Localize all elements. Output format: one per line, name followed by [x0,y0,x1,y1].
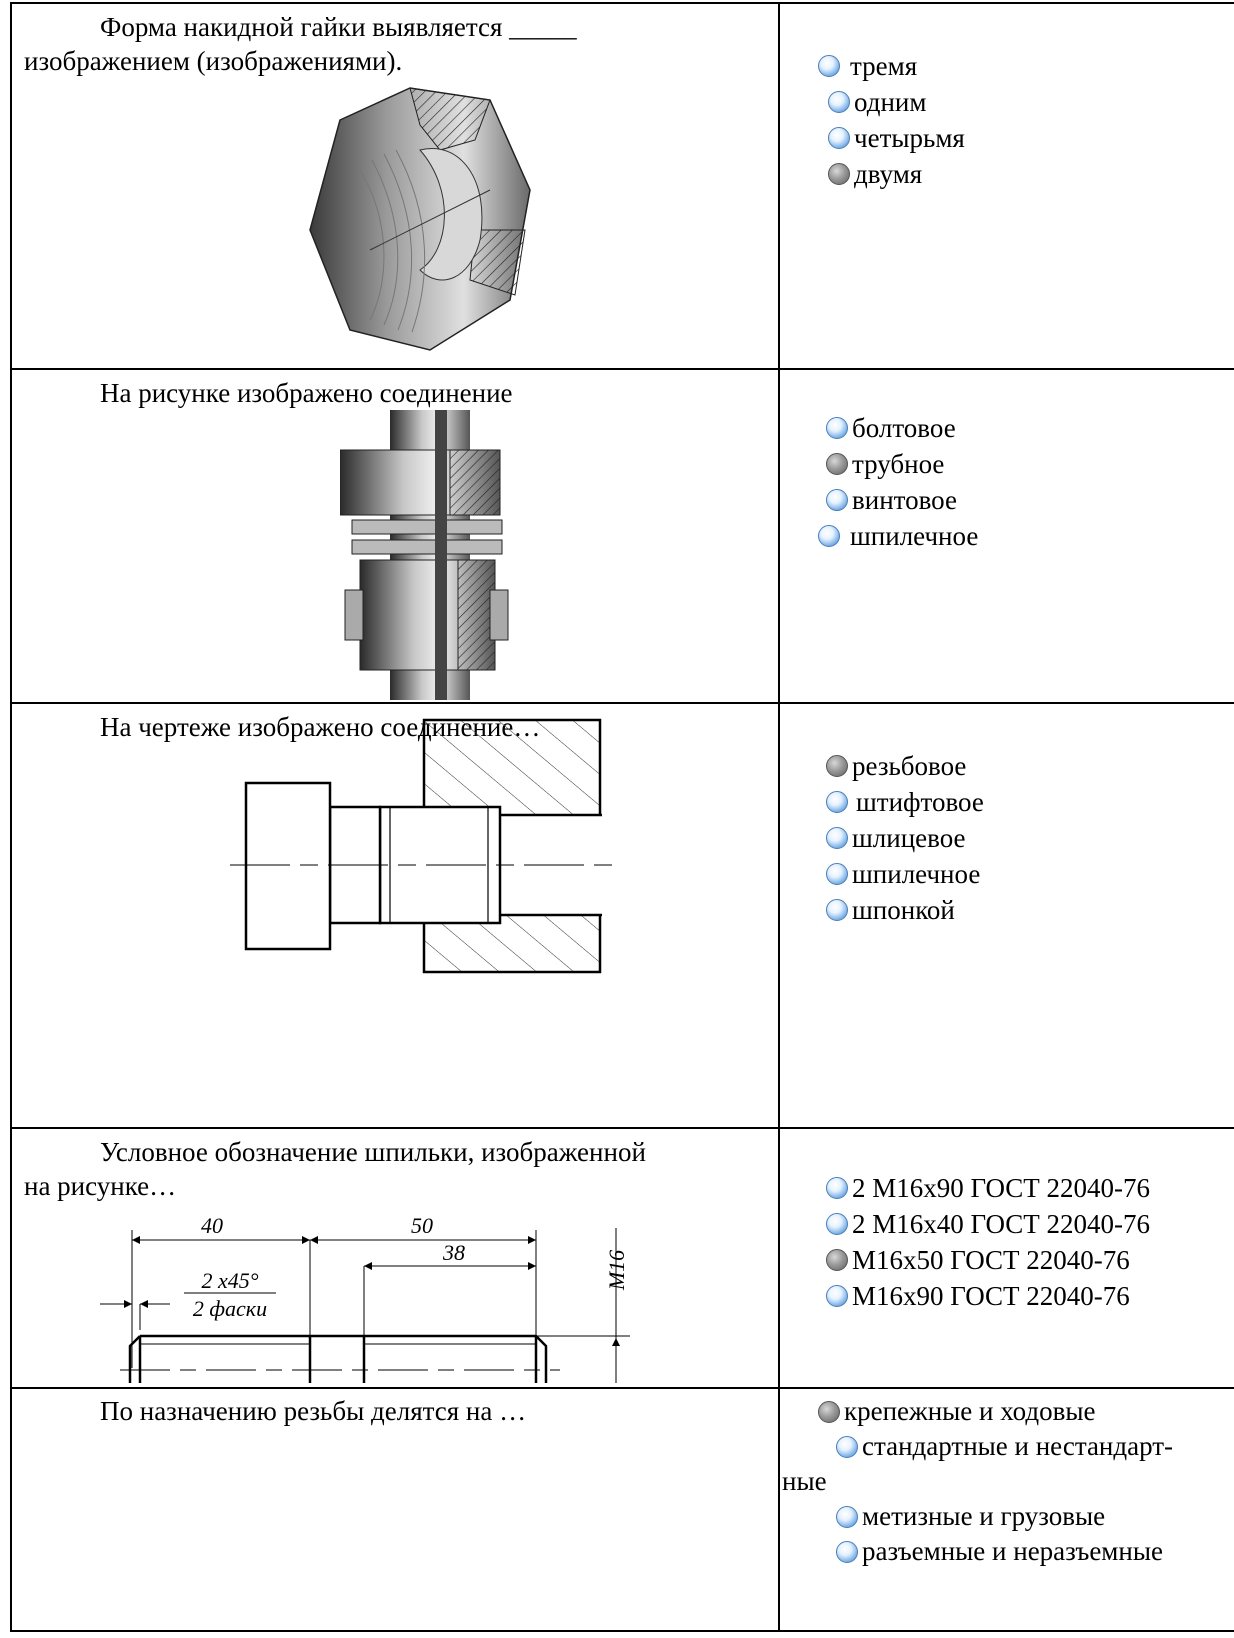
chamfer-label: 2 x45° [201,1268,258,1293]
option-2-2[interactable]: трубное [826,446,978,482]
radio-icon[interactable] [826,863,848,885]
row-divider-1 [10,368,1234,370]
question-2: На рисунке изображено соединение [100,376,513,410]
question-1: Форма накидной гайки выявляется _____ из… [24,10,764,78]
option-3-2[interactable]: штифтовое [826,784,984,820]
question-4: Условное обозначение шпильки, изображенн… [24,1135,774,1203]
row-divider-4 [10,1387,1234,1389]
table-border-left [10,2,12,1632]
threaded-joint-drawing [230,718,615,974]
question-5-line-1: По назначению резьбы делятся на … [100,1396,527,1426]
radio-icon[interactable] [826,1285,848,1307]
option-2-1[interactable]: болтовое [826,410,978,446]
option-1-2[interactable]: одним [818,84,965,120]
question-5: По назначению резьбы делятся на … [100,1394,526,1428]
option-5-2[interactable]: стандартные и нестандарт- [782,1429,1173,1464]
option-label: шлицевое [852,823,966,853]
option-2-4[interactable]: шпилечное [818,518,978,554]
question-1-line-2: изображением (изображениями). [24,46,403,76]
option-3-3[interactable]: шлицевое [826,820,984,856]
option-2-3[interactable]: винтовое [826,482,978,518]
option-5-3[interactable]: метизные и грузовые [782,1499,1173,1534]
option-label: М16х50 ГОСТ 22040-76 [852,1245,1130,1275]
option-label: штифтовое [856,787,984,817]
row-divider-3 [10,1127,1234,1129]
radio-icon[interactable] [826,417,848,439]
radio-selected-icon[interactable] [826,453,848,475]
option-label: разъемные и неразъемные [862,1536,1163,1566]
option-4-1[interactable]: 2 М16х90 ГОСТ 22040-76 [826,1170,1150,1206]
option-3-1[interactable]: резьбовое [826,748,984,784]
question-2-line-1: На рисунке изображено соединение [100,378,513,408]
dim-50: 50 [411,1218,433,1238]
option-1-4[interactable]: двумя [818,156,965,192]
option-5-4[interactable]: разъемные и неразъемные [782,1534,1173,1569]
option-label: М16х90 ГОСТ 22040-76 [852,1281,1130,1311]
option-4-3[interactable]: М16х50 ГОСТ 22040-76 [826,1242,1150,1278]
radio-selected-icon[interactable] [826,755,848,777]
options-1: тремя одним четырьмя двумя [818,48,965,192]
option-1-3[interactable]: четырьмя [818,120,965,156]
row-divider-2 [10,702,1234,704]
option-4-2[interactable]: 2 М16х40 ГОСТ 22040-76 [826,1206,1150,1242]
option-label: 2 М16х90 ГОСТ 22040-76 [852,1173,1151,1203]
option-5-2-continuation: ные [782,1464,1173,1499]
option-3-4[interactable]: шпилечное [826,856,984,892]
radio-icon[interactable] [836,1505,858,1528]
option-label: одним [854,87,927,117]
option-label: тремя [850,51,918,81]
option-label: резьбовое [852,751,967,781]
question-1-line-1: Форма накидной гайки выявляется _____ [100,12,577,42]
option-3-5[interactable]: шпонкой [826,892,984,928]
radio-icon[interactable] [836,1540,858,1563]
radio-selected-icon[interactable] [818,1400,840,1423]
question-4-line-1: Условное обозначение шпильки, изображенн… [100,1137,646,1167]
chamfer-note: 2 фаски [193,1296,267,1321]
option-label: шпилечное [852,859,981,889]
radio-icon[interactable] [818,525,840,547]
option-label: 2 М16х40 ГОСТ 22040-76 [852,1209,1151,1239]
option-label: болтовое [852,413,956,443]
radio-icon[interactable] [826,1213,848,1235]
options-4: 2 М16х90 ГОСТ 22040-76 2 М16х40 ГОСТ 220… [826,1170,1150,1314]
pipe-joint-figure [340,410,509,700]
radio-icon[interactable] [826,489,848,511]
dim-38: 38 [442,1240,465,1265]
option-label: крепежные и ходовые [844,1396,1096,1426]
stud-drawing: 40 50 38 2 x45° 2 фаски M16 [100,1218,630,1383]
options-3: резьбовое штифтовое шлицевое шпилечное ш… [826,748,984,928]
options-5: крепежные и ходовые стандартные и нестан… [782,1394,1173,1569]
option-1-1[interactable]: тремя [818,48,965,84]
option-label: стандартные и нестандарт- [862,1431,1174,1461]
question-4-line-2: на рисунке… [24,1171,177,1201]
radio-icon[interactable] [826,899,848,921]
option-label: шпонкой [852,895,955,925]
option-label: ные [782,1466,827,1496]
option-label: трубное [852,449,945,479]
option-5-1[interactable]: крепежные и ходовые [782,1394,1173,1429]
radio-icon[interactable] [836,1435,858,1458]
column-divider [778,2,780,1632]
option-label: шпилечное [850,521,979,551]
radio-icon[interactable] [828,91,850,113]
option-label: метизные и грузовые [862,1501,1106,1531]
option-label: двумя [854,159,923,189]
option-4-4[interactable]: М16х90 ГОСТ 22040-76 [826,1278,1150,1314]
option-label: четырьмя [854,123,965,153]
radio-icon[interactable] [826,791,848,813]
options-2: болтовое трубное винтовое шпилечное [818,410,978,554]
radio-selected-icon[interactable] [826,1249,848,1271]
radio-icon[interactable] [828,127,850,149]
table-border-bottom [10,1630,1234,1632]
radio-icon[interactable] [826,827,848,849]
cap-nut-figure [309,87,531,351]
radio-icon[interactable] [826,1177,848,1199]
radio-icon[interactable] [818,55,840,77]
table-border-top [10,2,1234,4]
radio-selected-icon[interactable] [828,163,850,185]
option-label: винтовое [852,485,957,515]
dim-40: 40 [201,1218,223,1238]
